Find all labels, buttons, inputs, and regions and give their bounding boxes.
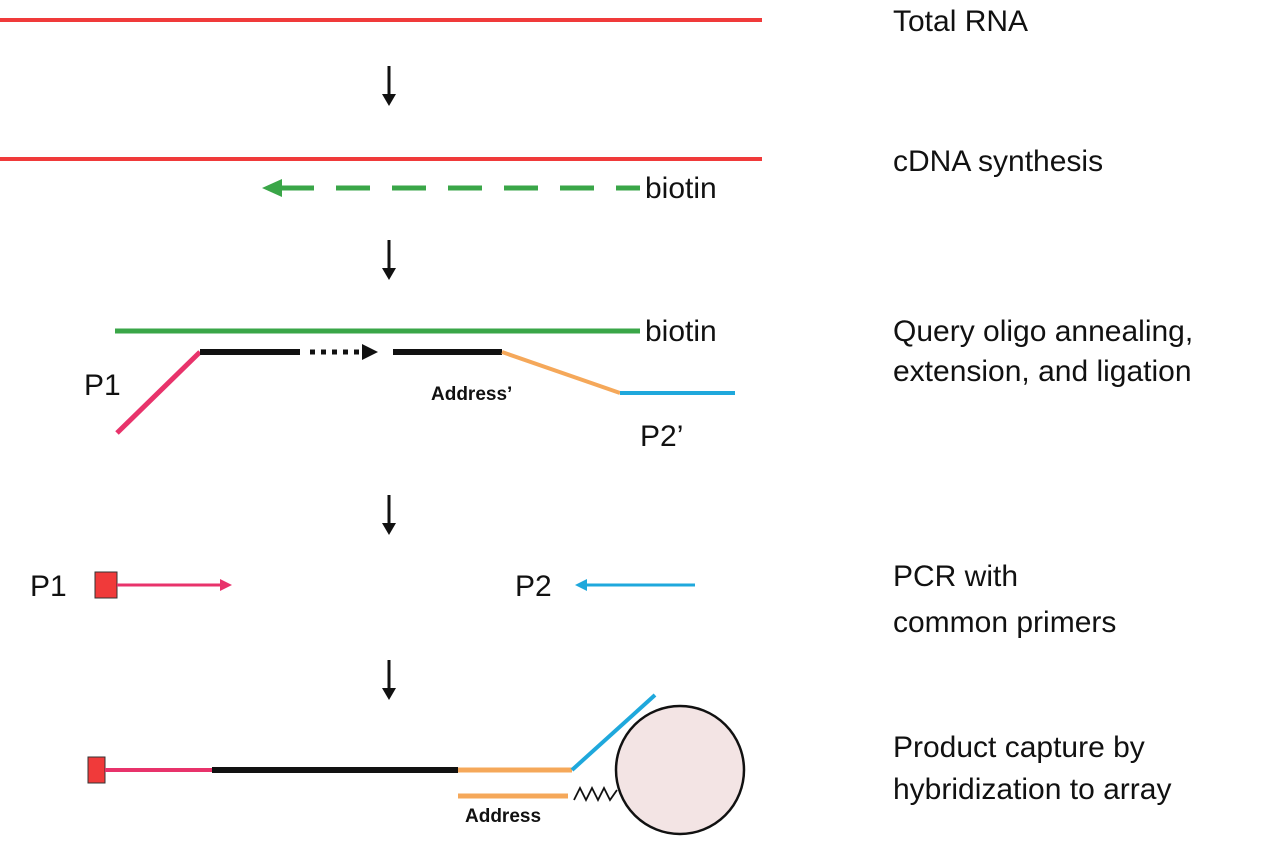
p1-segment xyxy=(115,350,202,435)
address-prime-label: Address’ xyxy=(431,384,512,405)
biotin-label: biotin xyxy=(645,172,717,205)
cdna-dashed-arrow xyxy=(262,179,640,197)
step-pcr-line1: PCR with xyxy=(893,560,1018,593)
step-query-line1: Query oligo annealing, xyxy=(893,315,1193,348)
step-query-line2: extension, and ligation xyxy=(893,355,1192,388)
down-arrow-icon xyxy=(382,240,396,280)
p1-primer-arrow xyxy=(117,579,232,591)
p2-prime-label: P2’ xyxy=(640,420,683,453)
down-arrow-icon xyxy=(382,660,396,700)
array-bead xyxy=(614,704,746,836)
biotin-label: biotin xyxy=(645,315,717,348)
linker-zigzag xyxy=(573,785,618,803)
step-capture-line2: hybridization to array xyxy=(893,773,1171,806)
p1-label: P1 xyxy=(84,369,121,402)
address-prime-segment xyxy=(501,350,621,395)
address-label: Address xyxy=(465,806,541,827)
p1-label-tag-icon xyxy=(94,571,118,599)
step-pcr-line2: common primers xyxy=(893,606,1116,639)
p2-segment xyxy=(570,693,657,772)
p1-primer-label: P1 xyxy=(30,570,67,603)
p2-primer-label: P2 xyxy=(515,570,552,603)
step-capture-line1: Product capture by xyxy=(893,731,1145,764)
label-tag-icon xyxy=(87,756,106,784)
p2-primer-arrow xyxy=(575,579,695,591)
step-cdna-synthesis: cDNA synthesis xyxy=(893,145,1103,178)
down-arrow-icon xyxy=(382,495,396,535)
down-arrow-icon xyxy=(382,66,396,106)
step-total-rna: Total RNA xyxy=(893,5,1028,38)
extension-dotted-arrow xyxy=(310,344,378,360)
